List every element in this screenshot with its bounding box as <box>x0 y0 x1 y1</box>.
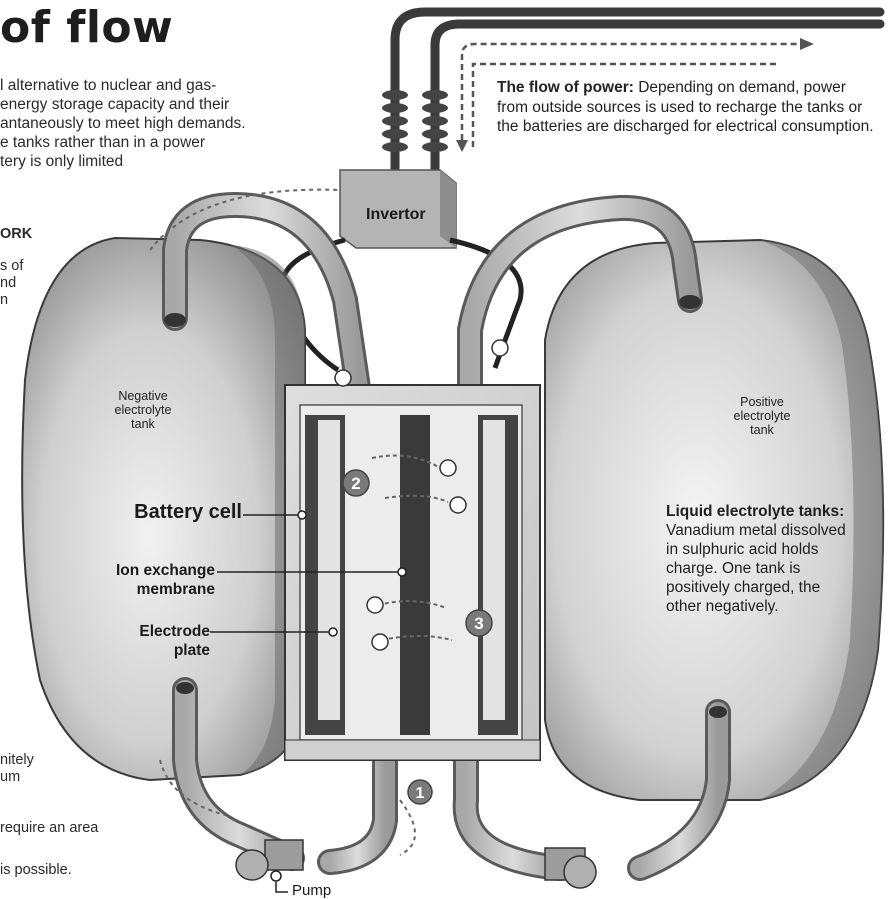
left-heading-fragment: ORK <box>0 226 32 243</box>
step-badge-2: 2 <box>343 470 369 496</box>
intro-line: antaneously to meet high demands. <box>0 114 320 133</box>
left-line: require an area <box>0 820 98 837</box>
left-heading: ORK <box>0 226 32 243</box>
left-bottom-fragment-c: is possible. <box>0 862 72 879</box>
intro-line: e tanks rather than in a power <box>0 133 320 152</box>
left-line: um <box>0 769 34 786</box>
power-flow-note: The flow of power: Depending on demand, … <box>497 78 877 137</box>
step-number-1: 1 <box>416 785 425 802</box>
intro-line: energy storage capacity and their <box>0 95 320 114</box>
insulators <box>382 90 448 152</box>
label-line: plate <box>70 641 210 660</box>
invertor-label: Invertor <box>366 206 426 224</box>
tanks-note-title: Liquid electrolyte tanks: <box>666 503 844 520</box>
tank-label-line: tank <box>717 423 807 437</box>
electrode-plate-label: Electrode plate <box>70 622 210 660</box>
left-line: is possible. <box>0 862 72 879</box>
power-flow-title: The flow of power: <box>497 79 634 96</box>
power-flow-arrowhead-right <box>800 38 814 50</box>
electrolyte-tanks-note: Liquid electrolyte tanks: Vanadium metal… <box>666 502 856 616</box>
battery-cell-label: Battery cell <box>70 501 242 524</box>
left-line: nitely <box>0 752 34 769</box>
page-title: of flow <box>0 2 173 53</box>
pump-leader-line <box>276 882 288 892</box>
label-line: Ion exchange <box>70 561 215 580</box>
tanks-note-text: Vanadium metal dissolved in sulphuric ac… <box>666 522 846 615</box>
power-flow-arrowhead-down <box>456 140 468 152</box>
step-number-2: 2 <box>351 474 360 493</box>
label-line: membrane <box>70 580 215 599</box>
left-text-fragment: s of nd n <box>0 258 23 309</box>
intro-text: l alternative to nuclear and gas- energy… <box>0 76 320 171</box>
right-pump <box>545 848 596 888</box>
left-bottom-fragment-a: nitely um <box>0 752 34 786</box>
step-badge-1: 1 <box>408 780 432 804</box>
pump-label: Pump <box>292 882 331 899</box>
positive-tank-label: Positive electrolyte tank <box>717 395 807 437</box>
step-number-3: 3 <box>474 614 483 633</box>
ion-exchange-membrane-label: Ion exchange membrane <box>70 561 215 599</box>
intro-line: l alternative to nuclear and gas- <box>0 76 320 95</box>
left-line: s of <box>0 258 23 275</box>
tank-label-line: tank <box>98 417 188 431</box>
left-line: nd <box>0 275 23 292</box>
tank-label-line: Positive <box>717 395 807 409</box>
left-bottom-fragment-b: require an area <box>0 820 98 837</box>
step-badge-3: 3 <box>466 610 492 636</box>
tank-label-line: Negative <box>98 389 188 403</box>
tank-label-line: electrolyte <box>717 409 807 423</box>
tank-label-line: electrolyte <box>98 403 188 417</box>
left-line: n <box>0 292 23 309</box>
intro-line: tery is only limited <box>0 152 320 171</box>
label-line: Electrode <box>70 622 210 641</box>
negative-tank-label: Negative electrolyte tank <box>98 389 188 431</box>
